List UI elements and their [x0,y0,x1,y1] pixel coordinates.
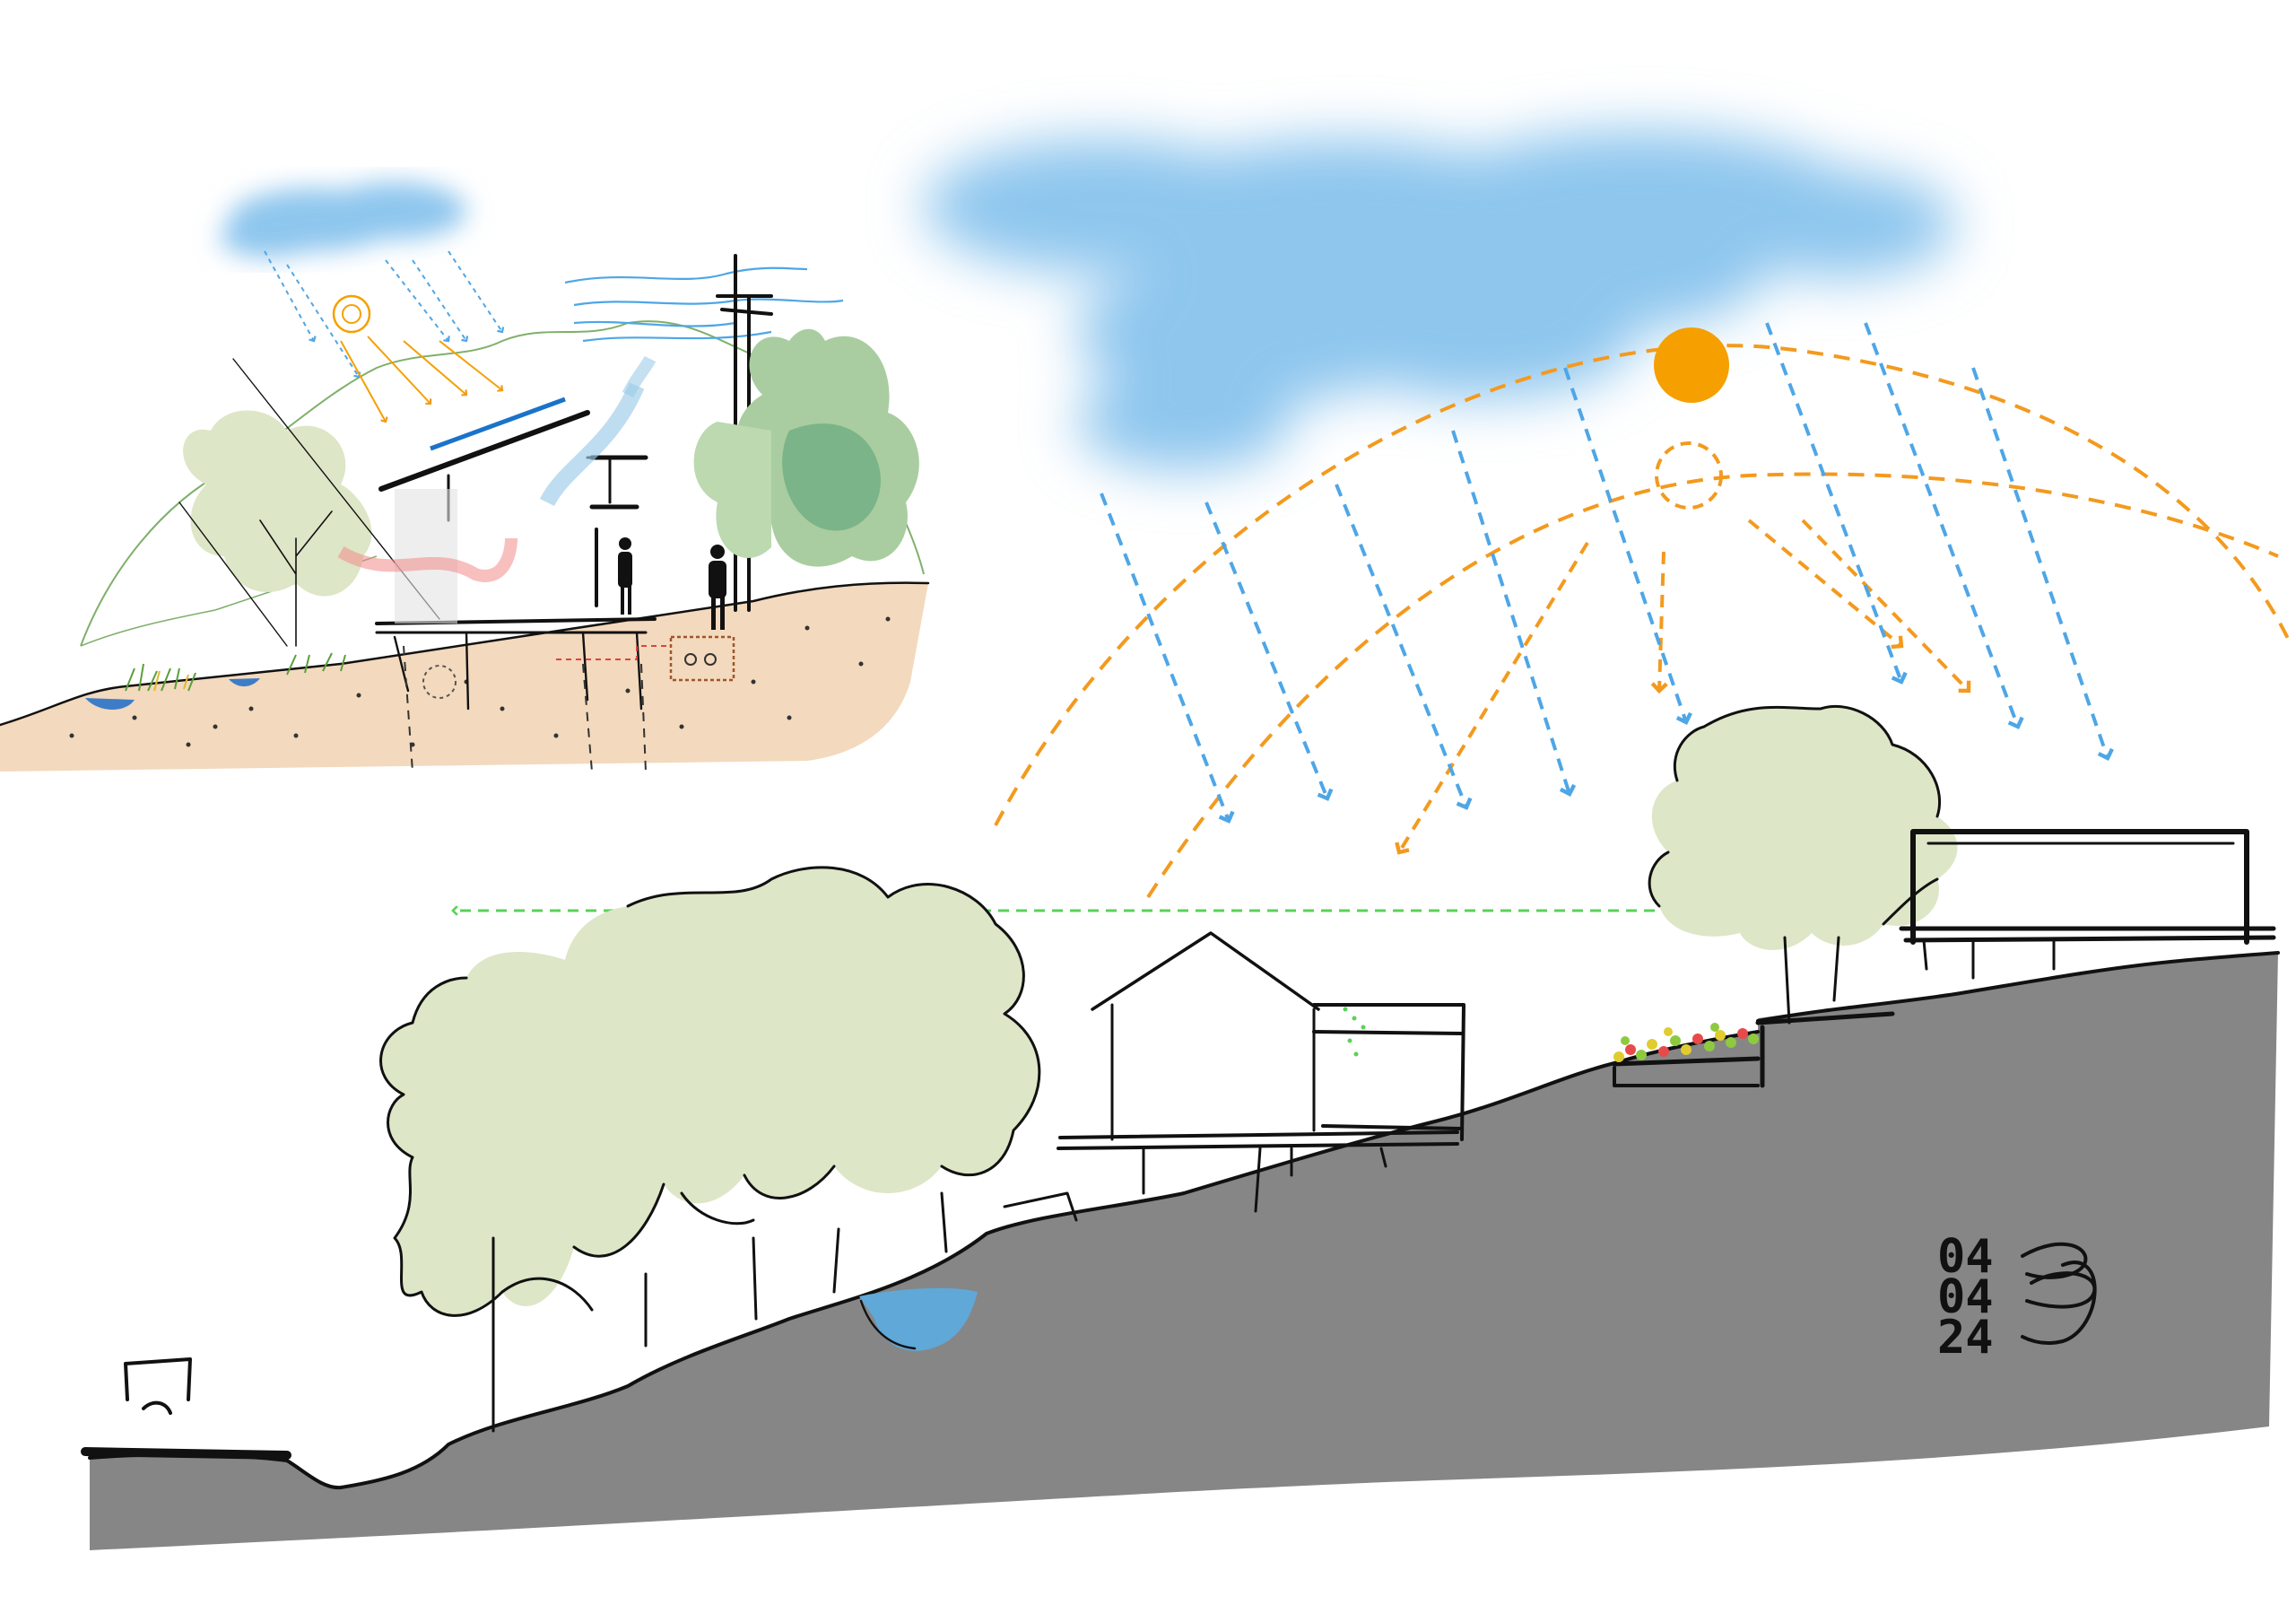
date-month: 04 [1937,1270,1994,1324]
house-icon [1003,931,1465,1222]
rain-arrows-inset [264,250,505,379]
tree-icon [693,328,919,567]
rain-arrow-icon [1100,322,2114,824]
grass [125,652,346,692]
cloud-icon [924,130,1955,471]
tree-icon [183,410,372,647]
water-icon [859,1287,978,1351]
tree-icon [379,866,1041,1433]
sun-rays-inset [340,336,504,423]
tree-icon [1648,704,1958,1025]
small-building [81,1357,291,1460]
person-icon [618,537,632,615]
date-day: 04 [1937,1230,1994,1284]
rain-tank [669,635,735,682]
solar-panel [430,397,566,451]
cloud-icon [220,182,466,257]
soil-layer [0,582,928,772]
soil-texture [69,616,891,747]
sun-position-winter [1655,441,1723,510]
water-icon [85,698,135,711]
initials-scribble [2021,1242,2097,1346]
sun-icon [332,294,371,334]
person-icon [709,545,726,630]
sun-icon [1654,327,1729,403]
house-icon [375,410,657,711]
flower-bed [1612,1023,1761,1067]
sun-rays [1395,519,1971,855]
inset-sketch [0,182,930,772]
date-signature: 04 04 24 [1937,1230,2097,1365]
house-icon [1613,829,2276,1088]
date-year: 24 [1937,1311,1994,1365]
ground-section [90,953,2278,1550]
airflow-arrow [337,537,517,582]
